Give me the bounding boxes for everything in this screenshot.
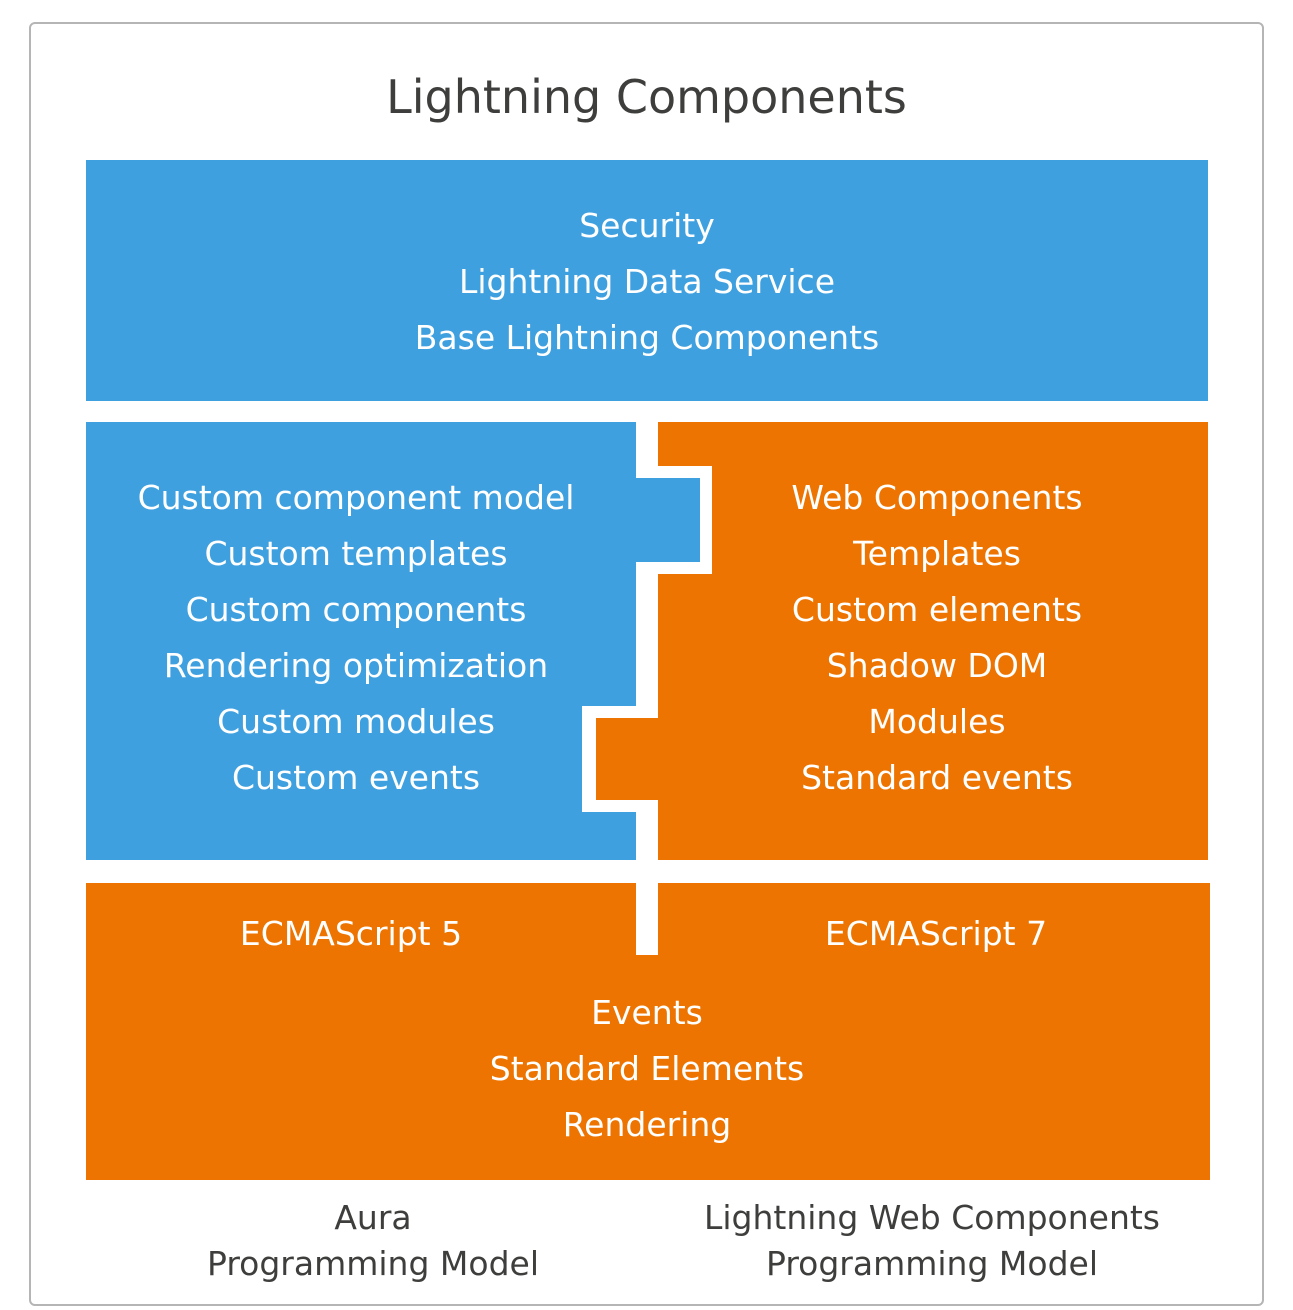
aura-blue-block <box>86 422 700 860</box>
top-block-text: Security Lightning Data Service Base Lig… <box>86 198 1208 366</box>
caption-lwc: Lightning Web Components Programming Mod… <box>662 1195 1202 1287</box>
caption-lwc-line-1: Lightning Web Components <box>703 1198 1160 1237</box>
top-line-base-components: Base Lightning Components <box>414 318 880 357</box>
bottom-line-events: Events <box>591 993 703 1032</box>
caption-lwc-line-2: Programming Model <box>766 1244 1098 1283</box>
aura-line-templates: Custom templates <box>204 534 508 573</box>
ecmascript-7-label: ECMAScript 7 <box>824 914 1048 953</box>
aura-line-modules: Custom modules <box>217 702 495 741</box>
web-line-web-components: Web Components <box>791 478 1083 517</box>
web-line-modules: Modules <box>868 702 1006 741</box>
bottom-orange-block <box>86 883 1210 1180</box>
web-orange-block <box>596 422 1208 860</box>
ecmascript-5-label: ECMAScript 5 <box>239 914 463 953</box>
top-line-security: Security <box>579 206 715 245</box>
aura-block-text: Custom component model Custom templates … <box>86 470 626 806</box>
aura-line-rendering: Rendering optimization <box>163 646 549 685</box>
diagram-title: Lightning Components <box>386 70 907 124</box>
top-blue-block <box>86 160 1208 401</box>
web-line-shadow-dom: Shadow DOM <box>826 646 1048 685</box>
web-block-text: Web Components Templates Custom elements… <box>712 470 1162 806</box>
web-line-standard-events: Standard events <box>801 758 1073 797</box>
caption-aura-line-2: Programming Model <box>207 1244 539 1283</box>
aura-line-events: Custom events <box>231 758 481 797</box>
web-line-templates: Templates <box>853 534 1021 573</box>
caption-aura: Aura Programming Model <box>100 1195 646 1287</box>
web-line-custom-elements: Custom elements <box>791 590 1083 629</box>
aura-line-components: Custom components <box>185 590 527 629</box>
bottom-block-text: Events Standard Elements Rendering <box>86 985 1208 1153</box>
bottom-line-rendering: Rendering <box>562 1105 732 1144</box>
bottom-line-standard-elements: Standard Elements <box>489 1049 805 1088</box>
aura-line-component-model: Custom component model <box>137 478 575 517</box>
top-line-data-service: Lightning Data Service <box>458 262 836 301</box>
caption-aura-line-1: Aura <box>334 1198 412 1237</box>
